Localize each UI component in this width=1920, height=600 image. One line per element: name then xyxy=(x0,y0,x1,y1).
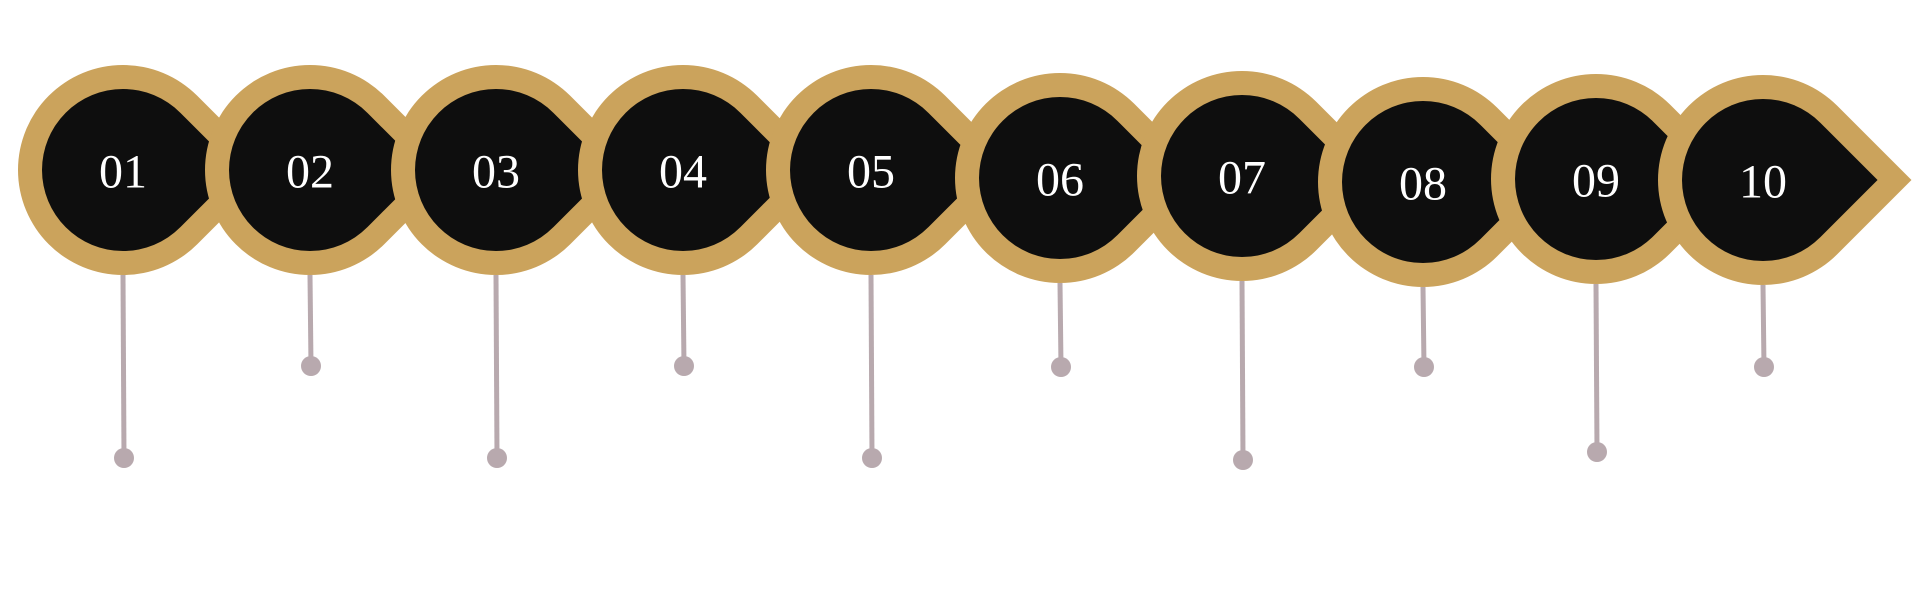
step-number: 06 xyxy=(1036,154,1084,207)
pin-06 xyxy=(1051,282,1071,377)
step-badge xyxy=(1681,98,1878,262)
step-number: 01 xyxy=(99,146,147,199)
step-01: 01 xyxy=(18,64,272,275)
pin-dot xyxy=(1051,357,1071,377)
step-badge xyxy=(1161,94,1357,257)
pin-dot xyxy=(862,448,882,468)
pin-dot xyxy=(1233,450,1253,470)
pin-dot xyxy=(114,448,134,468)
step-02: 02 xyxy=(205,64,459,275)
step-05: 05 xyxy=(766,64,1020,275)
pin-08 xyxy=(1414,286,1434,377)
pin-line xyxy=(680,274,687,367)
step-number: 07 xyxy=(1218,152,1266,205)
pin-line xyxy=(493,274,500,459)
pin-02 xyxy=(301,274,321,376)
pin-05 xyxy=(862,274,882,468)
pin-dot xyxy=(487,448,507,468)
pin-dot xyxy=(674,356,694,376)
pin-dot xyxy=(1587,442,1607,462)
step-badge xyxy=(601,88,798,251)
step-04: 04 xyxy=(578,64,832,275)
step-badge xyxy=(790,88,986,251)
step-06: 06 xyxy=(955,73,1209,283)
step-badge xyxy=(1342,101,1538,263)
pin-03 xyxy=(487,274,507,468)
pin-line xyxy=(1593,283,1600,453)
pin-dot xyxy=(1754,357,1774,377)
pin-09 xyxy=(1587,283,1607,462)
step-10: 10 xyxy=(1658,75,1912,286)
step-badge xyxy=(1514,98,1711,261)
pin-line xyxy=(868,274,875,459)
pin-dot xyxy=(301,356,321,376)
step-number: 04 xyxy=(659,146,707,199)
step-badge xyxy=(979,96,1175,259)
step-number: 09 xyxy=(1572,155,1620,208)
step-07: 07 xyxy=(1137,71,1391,281)
step-number: 03 xyxy=(472,146,520,199)
step-number: 08 xyxy=(1399,158,1447,211)
step-number: 02 xyxy=(286,146,334,199)
pin-01 xyxy=(114,274,134,468)
step-number: 05 xyxy=(847,146,895,199)
pin-line xyxy=(1239,280,1246,461)
pin-line xyxy=(1057,282,1064,368)
pin-07 xyxy=(1233,280,1253,470)
step-badge xyxy=(228,88,425,251)
pin-line xyxy=(120,274,127,459)
step-03: 03 xyxy=(391,64,645,275)
pin-line xyxy=(307,274,314,367)
pin-10 xyxy=(1754,284,1774,377)
step-badge xyxy=(42,88,238,251)
step-badge xyxy=(414,88,611,251)
pin-dot xyxy=(1414,357,1434,377)
step-number: 10 xyxy=(1739,156,1787,209)
pin-line xyxy=(1760,284,1767,368)
pin-line xyxy=(1420,286,1427,368)
pin-04 xyxy=(674,274,694,376)
